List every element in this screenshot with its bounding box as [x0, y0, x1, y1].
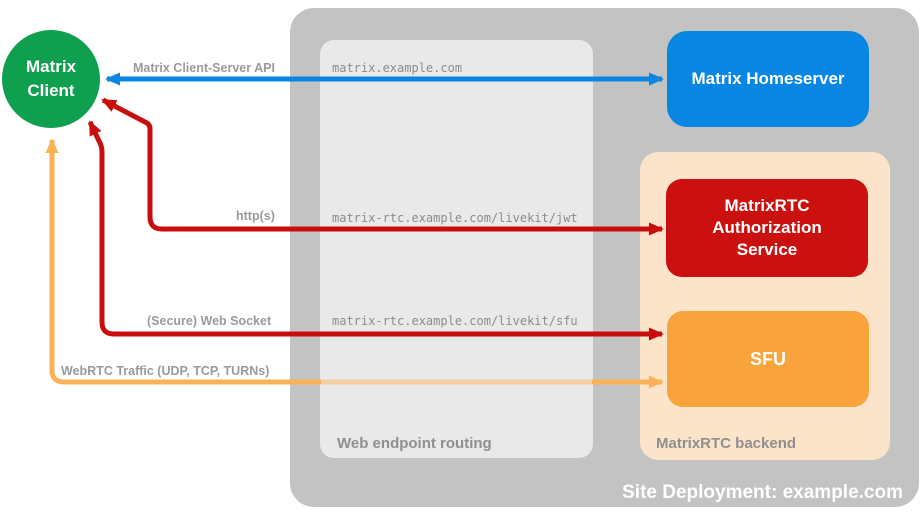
sfu-node: SFU [667, 311, 869, 407]
webrtc-traffic-label: WebRTC Traffic (UDP, TCP, TURNs) [61, 364, 270, 378]
site-deployment-title: Site Deployment: example.com [622, 482, 903, 503]
endpoint-sfu-url: matrix-rtc.example.com/livekit/sfu [332, 314, 578, 328]
matrix-client-label-line2: Client [27, 81, 75, 100]
matrix-homeserver-node: Matrix Homeserver [667, 31, 869, 127]
websocket-label: (Secure) Web Socket [147, 314, 272, 328]
matrixrtc-auth-service-label: MatrixRTC Authorization Service [712, 196, 822, 259]
matrixrtc-backend-caption: MatrixRTC backend [656, 435, 797, 452]
client-server-api-label: Matrix Client-Server API [133, 61, 275, 75]
http-label: http(s) [236, 209, 275, 223]
web-endpoint-routing-box [320, 40, 593, 458]
endpoint-jwt-url: matrix-rtc.example.com/livekit/jwt [332, 211, 578, 225]
endpoint-homeserver-url: matrix.example.com [332, 61, 463, 75]
matrix-client-label-line1: Matrix [25, 57, 77, 76]
matrix-client-node: Matrix Client [2, 30, 100, 128]
sfu-label: SFU [750, 348, 786, 369]
matrixrtc-auth-service-node: MatrixRTC Authorization Service [666, 179, 868, 277]
matrix-homeserver-label: Matrix Homeserver [691, 69, 845, 88]
web-endpoint-routing-caption: Web endpoint routing [337, 435, 492, 452]
